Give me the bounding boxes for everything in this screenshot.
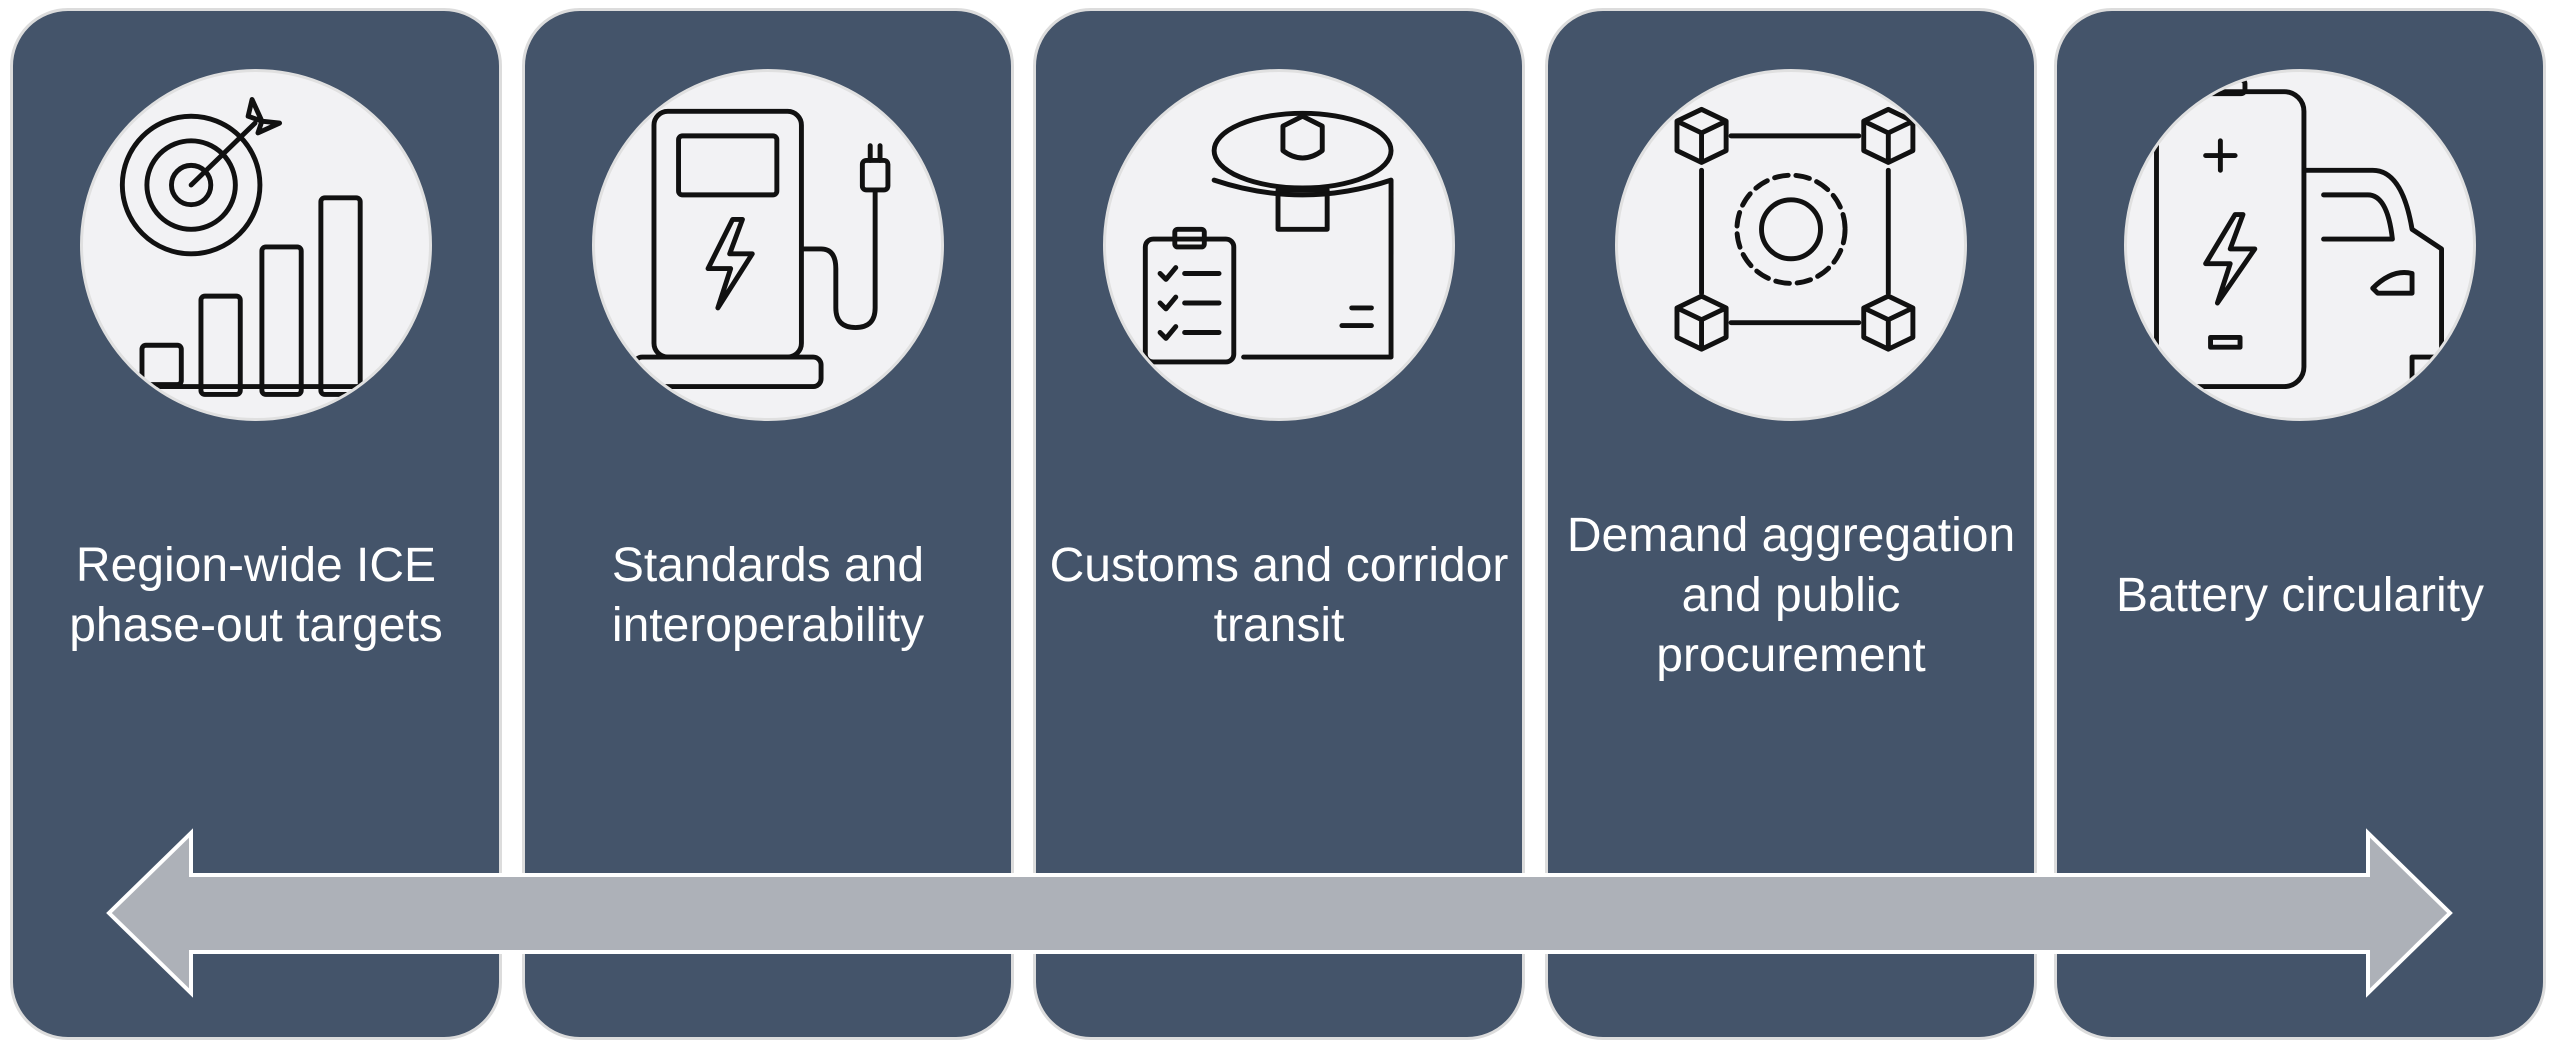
panel-demand-aggregation: Demand aggregation and public procuremen…: [1545, 8, 2037, 1040]
customs-officer-clipboard-icon: [1103, 69, 1455, 421]
panel-label: Battery circularity: [2115, 569, 2485, 622]
network-gear-cubes-icon: [1615, 69, 1967, 421]
panel-battery-circularity: Battery circularity: [2054, 8, 2546, 1040]
panel-label: Customs and corridor transit: [1049, 539, 1509, 652]
panel-label: Standards and interoperability: [611, 539, 925, 652]
panel-standards: Standards and interoperability: [522, 8, 1014, 1040]
panel-customs: Customs and corridor transit: [1033, 8, 1525, 1040]
battery-car-icon: [2124, 69, 2476, 421]
panel-label: Region-wide ICE phase-out targets: [69, 539, 443, 652]
panel-label: Demand aggregation and public procuremen…: [1566, 509, 2016, 682]
ev-charging-station-icon: [592, 69, 944, 421]
panel-ice-phase-out: Region-wide ICE phase-out targets: [10, 8, 502, 1040]
target-growth-chart-icon: [80, 69, 432, 421]
